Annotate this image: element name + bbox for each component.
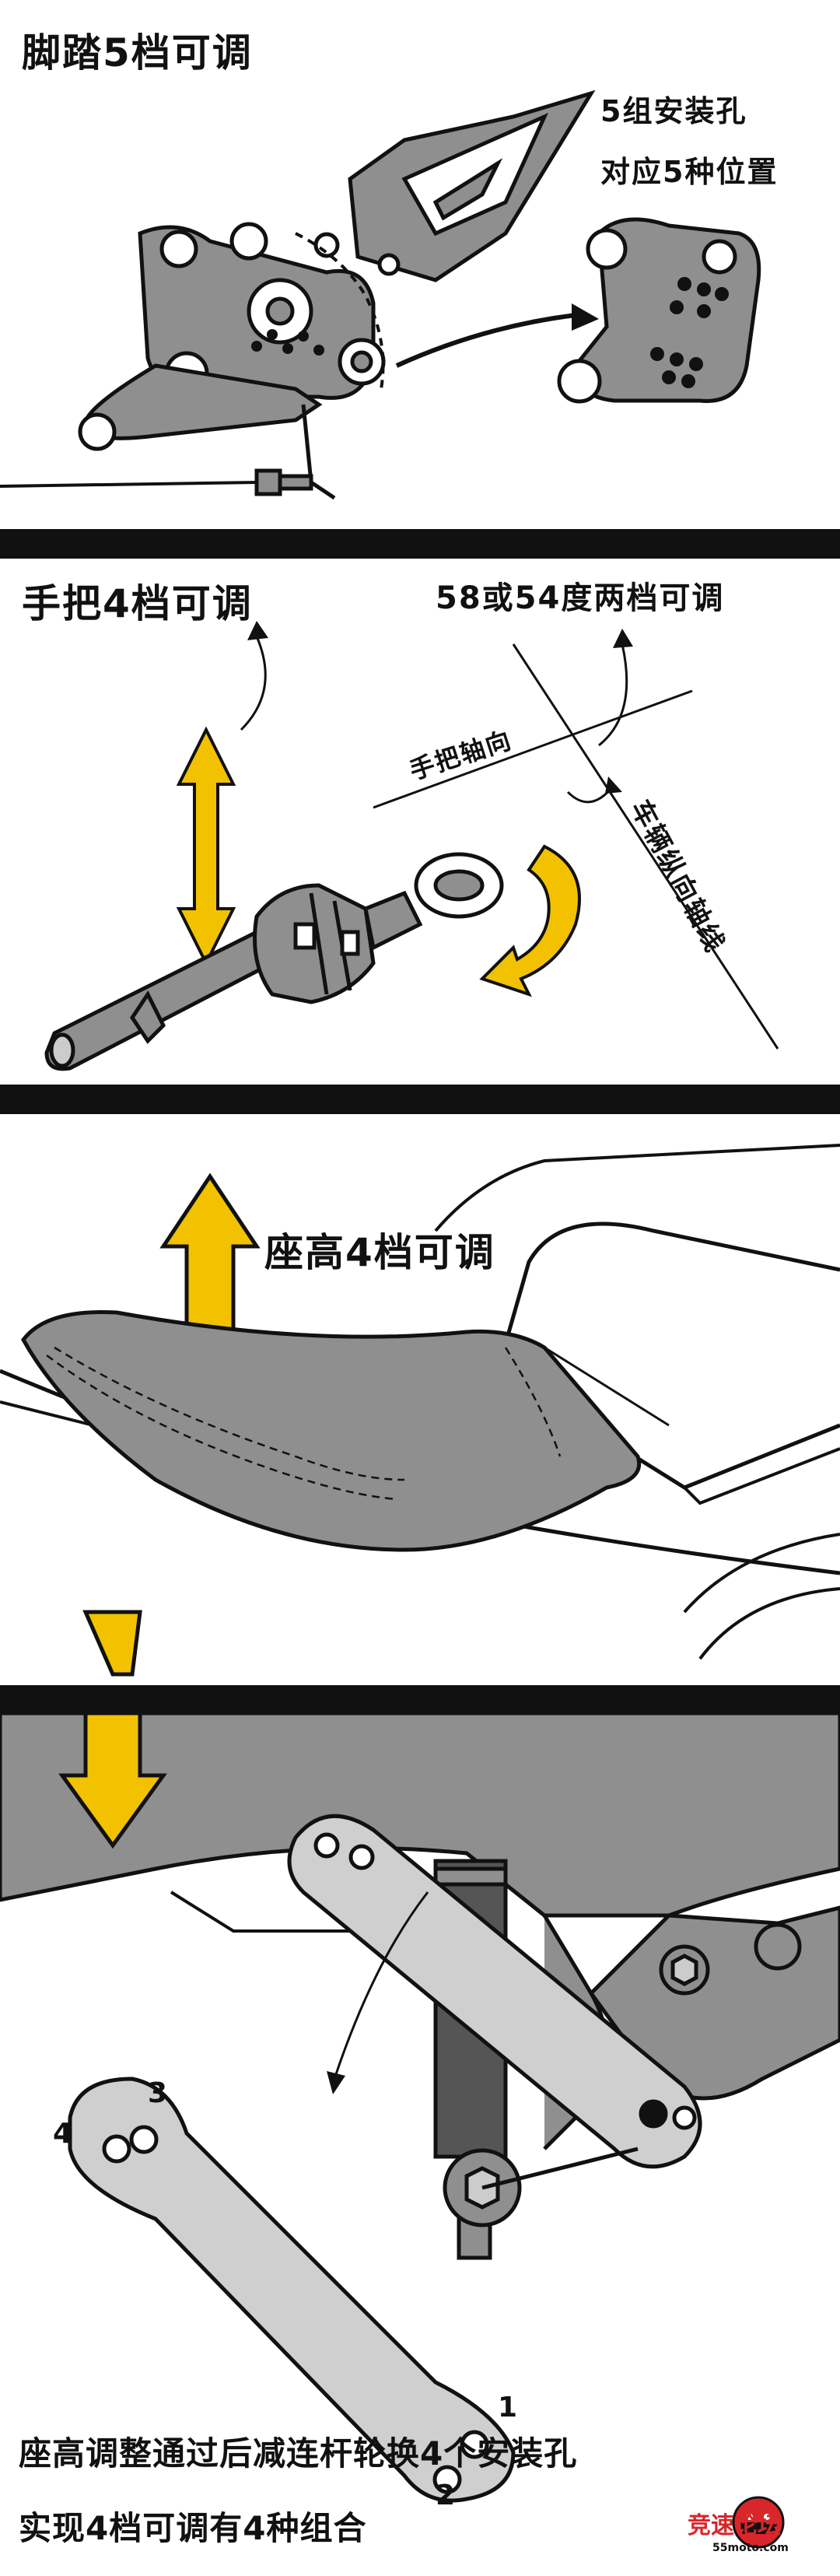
logo-url: 55moto.com	[712, 2542, 789, 2554]
rotate-adjust-arrow	[479, 844, 581, 997]
dashed-outline	[295, 232, 385, 390]
panel1-note-line2: 对应5种位置	[600, 155, 779, 189]
panel-handlebar: 手把4档可调 58或54度两档可调 手把轴向 车辆纵向轴线	[0, 559, 840, 1085]
seat-lower-arrow	[58, 1713, 167, 1849]
panel-footpeg: 脚踏5档可调 5组安装孔 对应5种位置	[0, 0, 840, 529]
caption-line-2: 实现4档可调有4种组合	[19, 2509, 367, 2547]
panel-linkage: 1 2 3 4 座高调整通过后减连杆轮换4个安装孔 实现4档可调有4种组合 竞速…	[0, 1713, 840, 2576]
panel2-title: 手把4档可调	[22, 581, 253, 626]
vertical-adjust-arrow	[176, 726, 236, 967]
pivot-bolts	[443, 1922, 802, 2227]
panel1-note-line1: 5组安装孔	[600, 94, 747, 128]
panel-divider	[0, 529, 840, 559]
panel-seat: 座高4档可调	[0, 1114, 840, 1685]
handlebar-axis-line	[373, 689, 693, 809]
detached-linkage	[68, 2077, 516, 2503]
hole-number-1: 1	[498, 2392, 518, 2424]
seat-illustration	[0, 1144, 840, 1677]
hole-2	[432, 2465, 462, 2494]
panel2-angle-note: 58或54度两档可调	[436, 580, 725, 616]
panel1-title: 脚踏5档可调	[22, 30, 253, 75]
logo-text: 竞速论坛	[688, 2512, 781, 2539]
hole-4	[102, 2134, 131, 2164]
footpeg-holes	[251, 329, 324, 356]
hole-number-2: 2	[436, 2480, 456, 2511]
clip-on-handlebar	[44, 852, 504, 1071]
handlebar-illustration	[44, 621, 779, 1071]
detail-plate	[557, 217, 761, 404]
panel-divider	[0, 1685, 840, 1713]
panel-divider	[0, 1085, 840, 1114]
site-logo: 竞速论坛 55moto.com	[684, 2487, 832, 2565]
footpeg-illustration	[0, 89, 761, 500]
detail-plate-holes	[650, 277, 729, 388]
seat-lower-arrow-top	[82, 1610, 142, 1677]
pointer-arrow	[395, 313, 576, 368]
installed-linkage	[287, 1814, 702, 2169]
rearset-plate	[138, 89, 596, 400]
frame-axis-line	[512, 643, 779, 1050]
linkage-illustration	[0, 1713, 840, 2503]
hole-number-3: 3	[148, 2077, 168, 2109]
hole-1	[460, 2430, 489, 2459]
link-pointer	[333, 1891, 429, 2080]
tail-cowl	[495, 1221, 840, 1372]
hole-3	[129, 2125, 159, 2154]
hole-number-4: 4	[53, 2118, 73, 2150]
brake-lever	[0, 363, 336, 500]
caption-line-1: 座高调整通过后减连杆轮换4个安装孔	[19, 2434, 578, 2473]
seat	[21, 1309, 641, 1552]
panel3-title: 座高4档可调	[264, 1230, 495, 1275]
